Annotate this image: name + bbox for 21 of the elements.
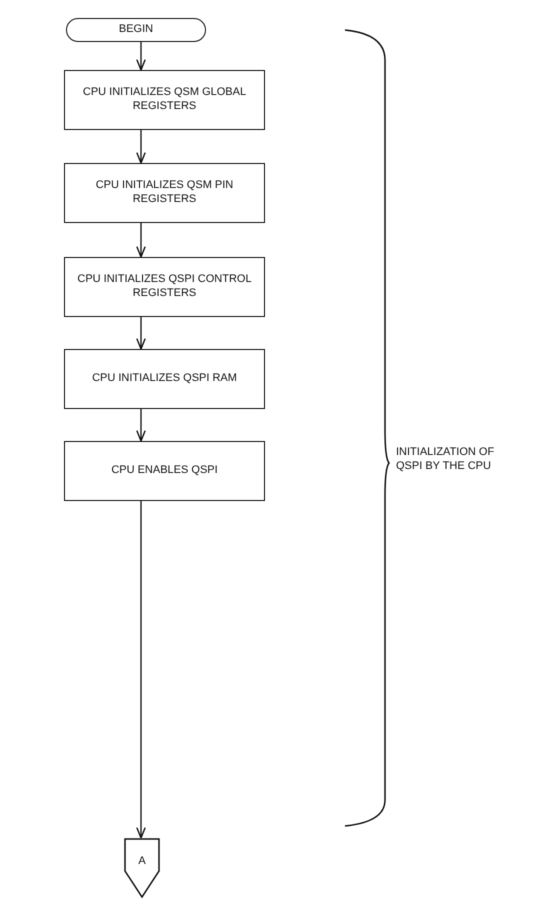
node-label: CPU INITIALIZES QSPI CONTROL REGISTERS [76,273,253,301]
process-box [64,163,265,223]
arrow [136,130,146,164]
arrow [136,501,146,839]
node-label: A [137,855,147,869]
process-box [64,441,265,501]
node-label: BEGIN [118,23,154,37]
arrow [136,317,146,350]
process-box [64,70,265,130]
process-box [64,349,265,409]
node-label: CPU INITIALIZES QSM GLOBAL REGISTERS [82,86,248,114]
node-label: CPU INITIALIZES QSM PIN REGISTERS [94,179,234,207]
brace-label: INITIALIZATION OF QSPI BY THE CPU [396,446,496,474]
arrow [136,409,146,442]
node-label: CPU ENABLES QSPI [110,464,219,478]
node-label: CPU INITIALIZES QSPI RAM [91,372,238,386]
terminator [66,18,206,42]
off-page-connector [124,838,160,898]
process-box [64,257,265,317]
arrow [136,223,146,258]
arrow [136,42,146,71]
